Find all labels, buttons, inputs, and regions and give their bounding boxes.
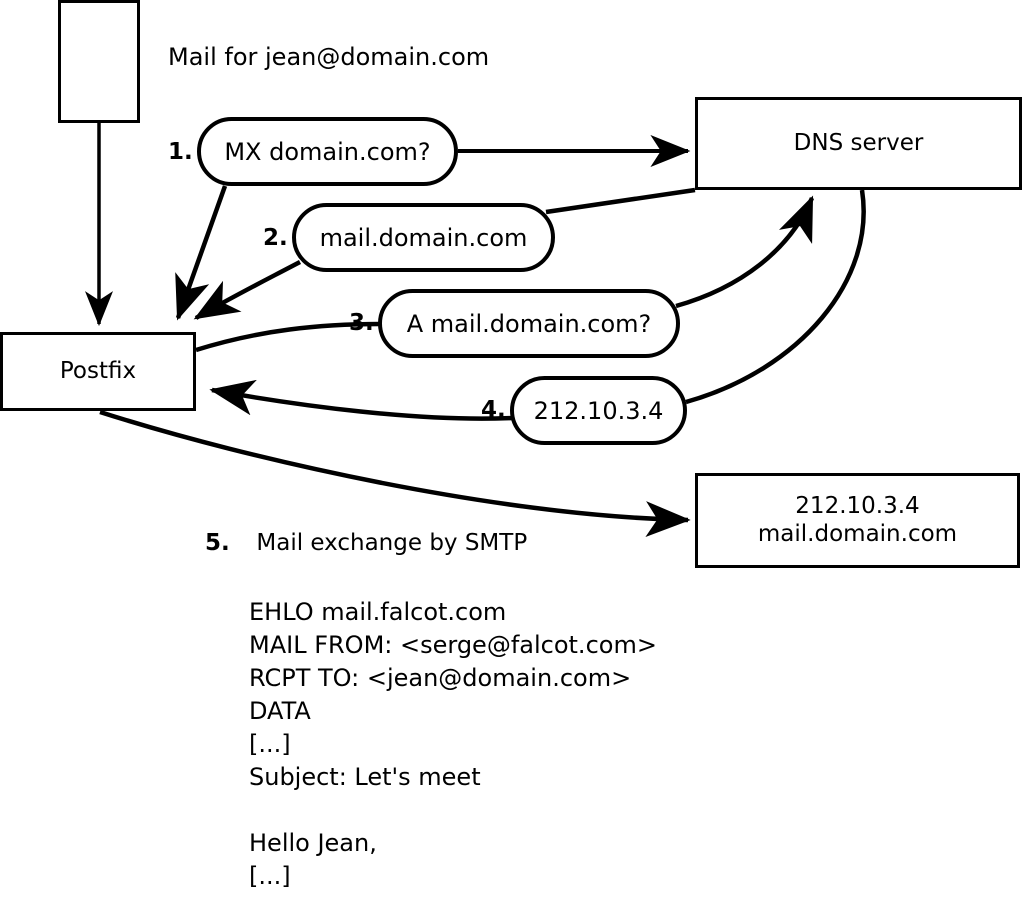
- dns-server-box-label: DNS server: [793, 129, 924, 156]
- postfix-box: Postfix: [0, 332, 196, 411]
- arrow-postfix-to-mailserver: [99, 409, 691, 538]
- step-number-5: 5.: [205, 530, 230, 556]
- arrow-step4-to-postfix: [209, 379, 513, 421]
- step-pill-1-label: MX domain.com?: [224, 137, 431, 166]
- step-pill-4-label: 212.10.3.4: [533, 396, 664, 425]
- step-number-2: 2.: [263, 225, 288, 251]
- mail-server-box: 212.10.3.4 mail.domain.com: [695, 473, 1020, 568]
- dns-server-box: DNS server: [695, 97, 1022, 190]
- smtp-transcript: EHLO mail.falcot.com MAIL FROM: <serge@f…: [249, 598, 657, 890]
- step-pill-4: 212.10.3.4: [510, 376, 687, 445]
- line-postfix-to-step3: [195, 321, 381, 353]
- postfix-box-label: Postfix: [59, 357, 137, 384]
- arrow-step2-to-postfix: [193, 260, 302, 320]
- sender-box: [58, 0, 140, 123]
- step-pill-3-label: A mail.domain.com?: [406, 309, 652, 338]
- arrow-step3-to-dns: [675, 195, 815, 309]
- step-5-text: Mail exchange by SMTP: [256, 530, 528, 556]
- step-5-label: 5. Mail exchange by SMTP: [205, 530, 527, 556]
- step-pill-2-label: mail.domain.com: [319, 223, 528, 252]
- arrow-step1-to-postfix: [175, 185, 228, 321]
- step-number-4: 4.: [481, 397, 506, 423]
- step-pill-2: mail.domain.com: [292, 203, 555, 272]
- step-pill-3: A mail.domain.com?: [378, 289, 680, 358]
- step-number-1: 1.: [168, 139, 193, 165]
- mail-server-box-label: 212.10.3.4 mail.domain.com: [757, 493, 958, 547]
- step-number-3: 3.: [349, 310, 374, 336]
- line-dns-to-step4: [685, 189, 866, 405]
- line-dns-to-step2: [545, 187, 696, 215]
- page-title: Mail for jean@domain.com: [168, 43, 490, 71]
- step-pill-1: MX domain.com?: [197, 117, 458, 186]
